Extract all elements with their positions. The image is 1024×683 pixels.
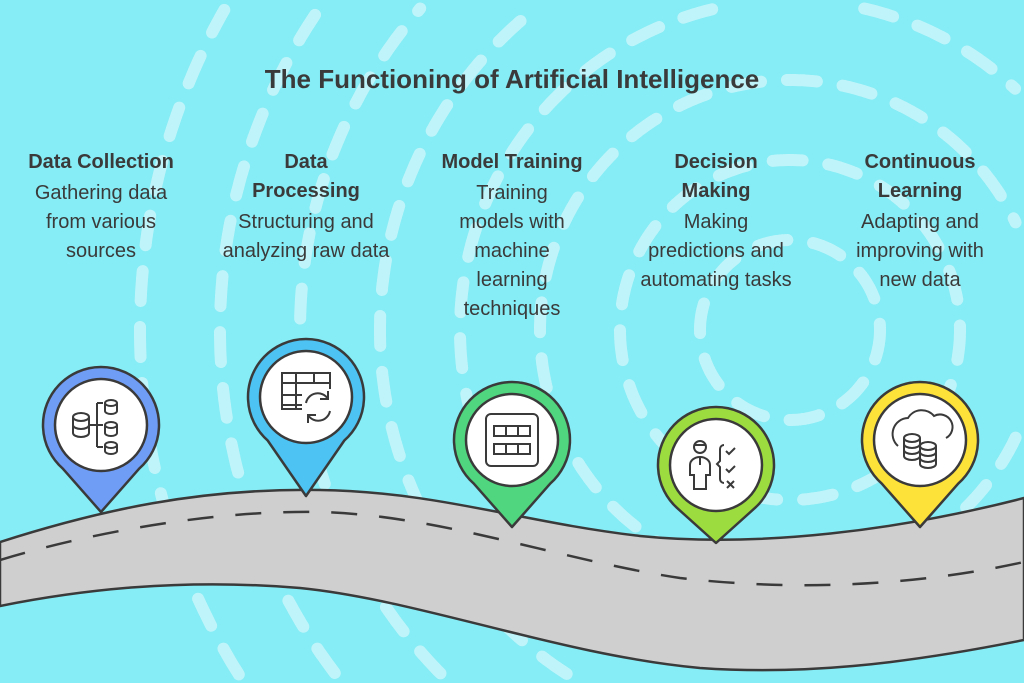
step-description: Training models with machine learning te…	[459, 182, 565, 320]
road	[0, 488, 1024, 672]
pin-inner-circle	[668, 417, 764, 513]
step-description: Making predictions and automating tasks	[640, 211, 792, 291]
road-center-line	[0, 510, 1024, 587]
step-heading: Decision Making	[674, 151, 758, 202]
step-decision-making: Decision Making Making predictions and a…	[616, 148, 816, 295]
pin-inner-circle	[258, 349, 354, 445]
step-heading: Data Processing	[252, 151, 360, 202]
step-description: Gathering data from various sources	[34, 182, 168, 262]
map-pin-4	[656, 405, 776, 545]
table-refresh-icon	[281, 372, 331, 423]
map-pin-3	[452, 380, 572, 529]
pin-inner-circle	[464, 392, 560, 488]
step-model-training: Model Training Training models with mach…	[412, 148, 612, 324]
step-heading: Continuous Learning	[864, 151, 976, 202]
map-pin-5	[860, 380, 980, 529]
step-heading: Data Collection	[28, 151, 174, 173]
grid-panel-icon	[485, 413, 539, 467]
map-pin-2	[246, 337, 366, 498]
step-description: Adapting and improving with new data	[856, 211, 984, 291]
database-network-icon	[72, 399, 118, 455]
step-data-collection: Data Collection Gathering data from vari…	[1, 148, 201, 266]
cloud-database-icon	[891, 409, 954, 469]
step-description: Structuring and analyzing raw data	[222, 211, 390, 262]
step-heading: Model Training	[441, 151, 583, 173]
background-ring-arc	[694, 234, 886, 426]
person-checklist-icon	[689, 440, 736, 490]
step-data-processing: Data Processing Structuring and analyzin…	[206, 148, 406, 266]
map-pin-1	[41, 365, 161, 514]
background-ring-arc	[858, 2, 1022, 95]
step-continuous-learning: Continuous Learning Adapting and improvi…	[820, 148, 1020, 295]
page-title: The Functioning of Artificial Intelligen…	[264, 64, 760, 94]
